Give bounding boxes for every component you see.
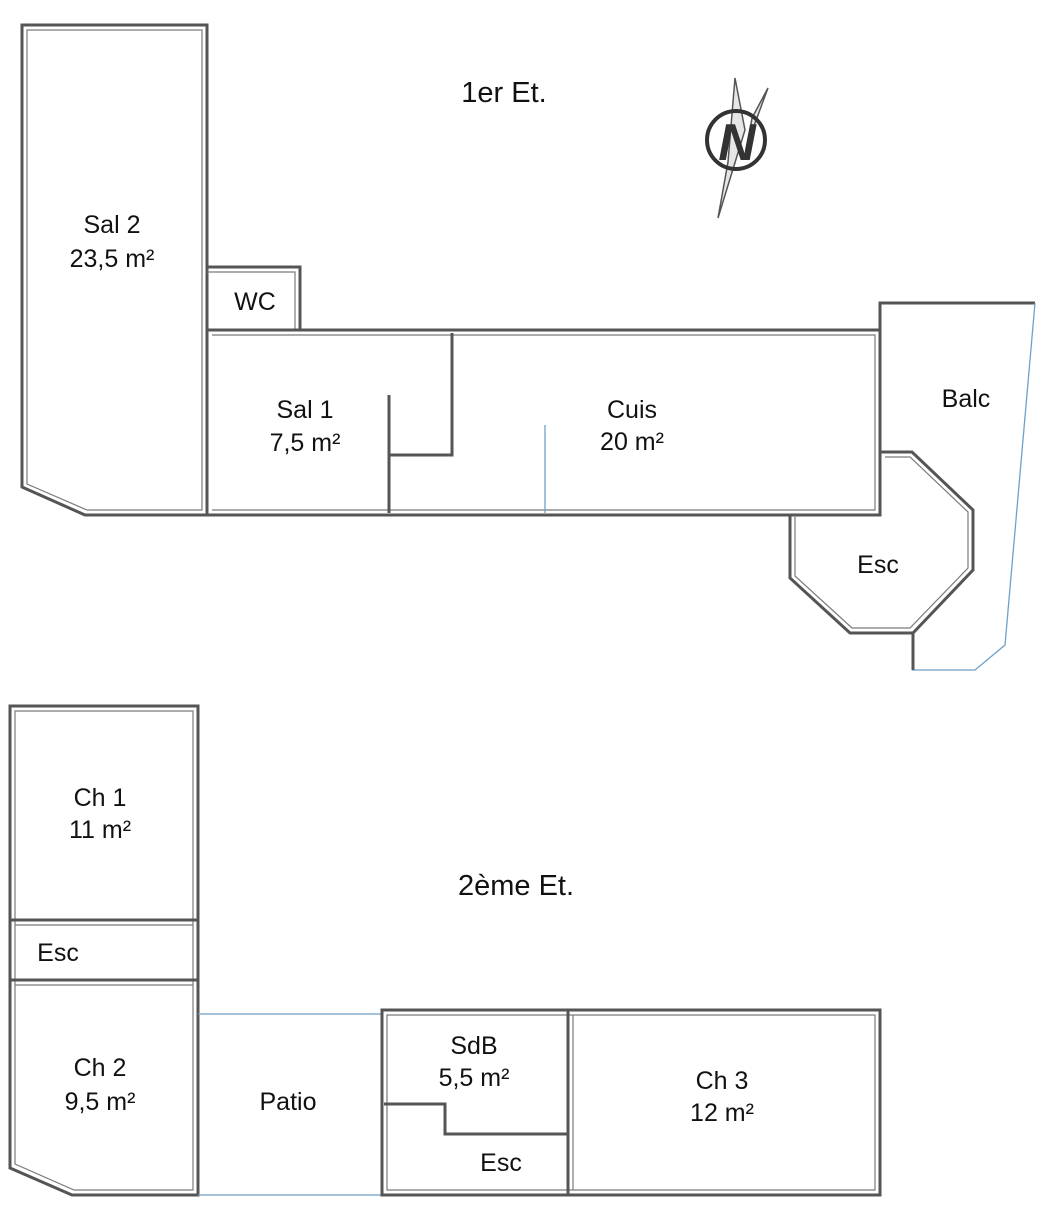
label-ch2-name: Ch 2 xyxy=(74,1054,127,1082)
compass-letter: N xyxy=(718,114,757,172)
label-sdb-name: SdB xyxy=(450,1032,497,1060)
room-balc-wall xyxy=(878,301,1035,330)
label-sal2-area: 23,5 m² xyxy=(70,245,155,273)
room-esc-wall xyxy=(788,450,975,635)
label-sal2-name: Sal 2 xyxy=(84,211,141,239)
partition-sal1 xyxy=(387,333,454,513)
left-column-wall xyxy=(8,704,200,1197)
label-esc2-name: Esc xyxy=(37,939,79,967)
label-wc-name: WC xyxy=(234,288,276,316)
floor-2 xyxy=(8,704,882,1197)
label-esc3-name: Esc xyxy=(480,1149,522,1177)
label-esc1-name: Esc xyxy=(857,551,899,579)
label-ch1-area: 11 m² xyxy=(69,816,131,844)
label-patio-name: Patio xyxy=(260,1088,317,1116)
north-arrow-icon: N xyxy=(705,77,769,219)
label-balc-name: Balc xyxy=(942,385,991,413)
right-block-wall xyxy=(380,1008,882,1197)
label-ch2-area: 9,5 m² xyxy=(65,1088,136,1116)
label-cuis-area: 20 m² xyxy=(600,428,664,456)
label-sal1-area: 7,5 m² xyxy=(270,429,341,457)
floor1-title: 1er Et. xyxy=(461,77,546,109)
room-sal2-wall xyxy=(20,23,209,517)
label-ch1-name: Ch 1 xyxy=(74,784,127,812)
label-cuis-name: Cuis xyxy=(607,396,657,424)
label-ch3-area: 12 m² xyxy=(690,1099,754,1127)
floor-1 xyxy=(20,23,1036,671)
label-sdb-area: 5,5 m² xyxy=(439,1064,510,1092)
floor2-title: 2ème Et. xyxy=(458,870,574,902)
label-sal1-name: Sal 1 xyxy=(277,396,334,424)
room-wc-wall xyxy=(207,265,302,330)
label-ch3-name: Ch 3 xyxy=(696,1067,749,1095)
